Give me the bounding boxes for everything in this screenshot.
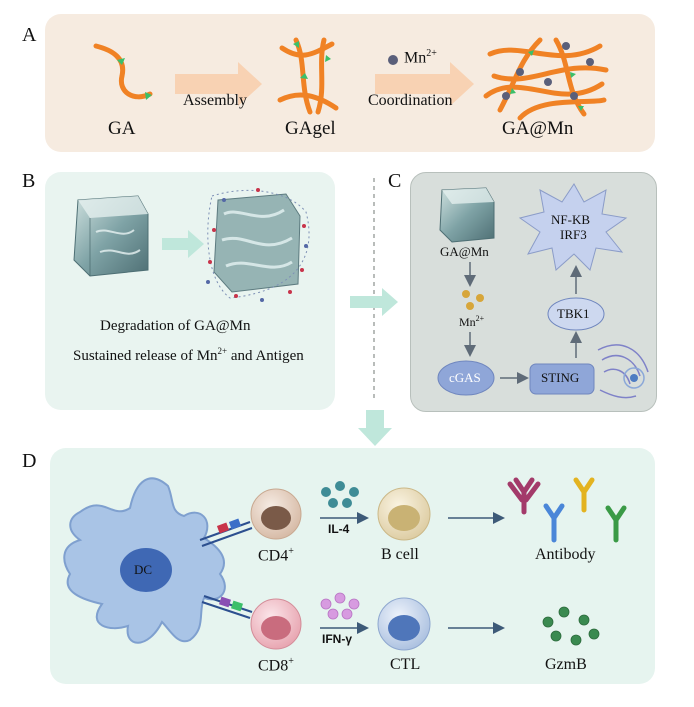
cd8-label: CD8+ — [258, 656, 294, 675]
ifng-cytokines — [320, 592, 360, 620]
cd4-label: CD4+ — [258, 546, 294, 565]
il4-cytokines — [321, 481, 359, 508]
coordination-label: Coordination — [368, 92, 453, 109]
il4-label: IL-4 — [328, 522, 350, 536]
cgas-label: cGAS — [449, 370, 481, 385]
panel-a-background — [45, 14, 655, 152]
nfkb-label: NF-KB — [551, 212, 591, 227]
irf3-label: IRF3 — [560, 227, 587, 242]
ga-fiber-icon — [93, 43, 153, 100]
tcr-receptor-top — [199, 518, 253, 547]
ga-label: GA — [108, 118, 136, 139]
panel-letter-c: C — [388, 170, 402, 192]
panel-letter-d: D — [22, 450, 37, 472]
degradation-arrow — [162, 230, 204, 258]
degradation-text: Degradation of GA@Mn — [100, 318, 251, 334]
sting-label: STING — [541, 370, 580, 385]
assembly-arrow — [175, 62, 262, 106]
release-text: Sustained release of Mn2+ and Antigen — [73, 346, 304, 364]
cd8-cell — [250, 598, 302, 650]
tcr-receptor-bottom — [201, 595, 253, 619]
cgas-node — [437, 360, 495, 396]
ifng-label: IFN-γ — [322, 632, 352, 646]
mn-ions-cluster — [462, 290, 484, 310]
b-cell — [377, 487, 431, 541]
gagel-network-icon — [277, 37, 339, 115]
nfkb-irf3-burst — [518, 183, 628, 271]
dc-label: DC — [134, 562, 153, 577]
mn-ion-icon — [388, 55, 398, 65]
gamn-label: GA@Mn — [502, 118, 574, 139]
ctl-label: CTL — [390, 656, 421, 673]
b-to-c-arrow — [350, 288, 398, 316]
assembly-label: Assembly — [183, 92, 247, 109]
tbk1-label: TBK1 — [557, 306, 590, 321]
sting-node — [529, 363, 595, 395]
hydrogel-cube-degraded — [207, 189, 310, 299]
bcell-label: B cell — [381, 546, 419, 563]
panel-letter-b: B — [22, 170, 36, 192]
coordination-arrow — [375, 62, 474, 106]
tbk1-node — [547, 297, 605, 331]
antibody-label: Antibody — [535, 546, 596, 563]
er-organelle-icon — [597, 344, 649, 399]
ctl-cell — [377, 597, 431, 651]
gagel-label: GAgel — [285, 118, 336, 139]
to-panel-d-arrow — [358, 410, 392, 446]
cd4-cell — [250, 488, 302, 540]
c-gamn-label: GA@Mn — [440, 244, 489, 259]
gamn-cube-small — [439, 187, 495, 243]
gzmb-granules — [542, 606, 600, 646]
c-mn-label: Mn2+ — [459, 314, 485, 329]
gzmb-label: GzmB — [545, 656, 587, 673]
dc-nucleus — [120, 548, 172, 592]
dendritic-cell — [63, 477, 226, 644]
panel-letter-a: A — [22, 24, 37, 46]
mn-legend-label: Mn2+ — [404, 48, 437, 67]
antibody-icons — [507, 477, 627, 543]
hydrogel-cube-intact — [73, 195, 149, 277]
